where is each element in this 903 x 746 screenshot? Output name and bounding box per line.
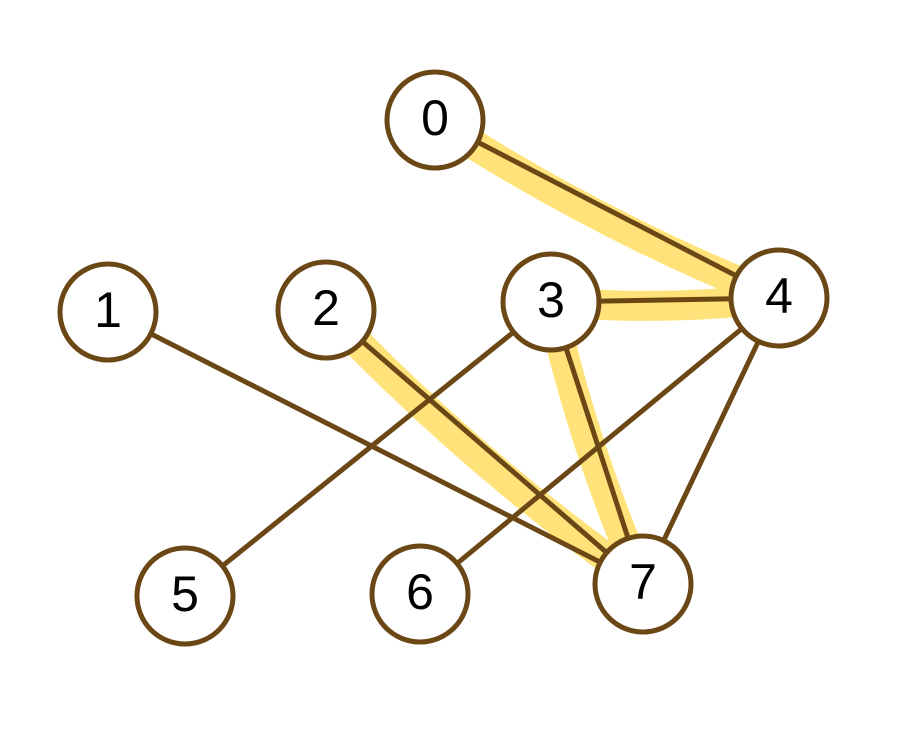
node-6-circle bbox=[369, 543, 471, 645]
node-7-circle bbox=[592, 533, 694, 635]
node-5-label: 5 bbox=[171, 566, 199, 622]
node-0-circle bbox=[384, 69, 486, 171]
node-2-label: 2 bbox=[312, 280, 340, 336]
node-2: 2 bbox=[275, 259, 377, 361]
node-1-circle bbox=[57, 261, 159, 363]
node-7-label: 7 bbox=[629, 554, 657, 610]
node-7: 7 bbox=[592, 533, 694, 635]
edge-1-7 bbox=[105, 309, 646, 587]
node-1-label: 1 bbox=[94, 282, 122, 338]
node-6-label: 6 bbox=[406, 564, 434, 620]
node-6: 6 bbox=[369, 543, 471, 645]
node-layer: 0 1 2 3 4 5 6 7 bbox=[57, 69, 830, 647]
edge-0-4 bbox=[432, 117, 782, 301]
node-2-circle bbox=[275, 259, 377, 361]
node-3-circle bbox=[500, 251, 602, 353]
node-1: 1 bbox=[57, 261, 159, 363]
edge-4-6 bbox=[417, 295, 782, 597]
node-4-label: 4 bbox=[765, 268, 793, 324]
edge-layer bbox=[105, 117, 782, 599]
edge-3-5 bbox=[182, 299, 554, 599]
edge-2-7 bbox=[323, 307, 646, 587]
node-3-label: 3 bbox=[537, 272, 565, 328]
node-5: 5 bbox=[134, 545, 236, 647]
highlight-0-4 bbox=[420, 105, 794, 313]
highlight-2-7 bbox=[311, 295, 658, 599]
node-5-circle bbox=[134, 545, 236, 647]
edge-4-7 bbox=[640, 295, 782, 587]
node-0-label: 0 bbox=[421, 90, 449, 146]
node-0: 0 bbox=[384, 69, 486, 171]
node-3: 3 bbox=[500, 251, 602, 353]
node-4-circle bbox=[728, 247, 830, 349]
node-4: 4 bbox=[728, 247, 830, 349]
